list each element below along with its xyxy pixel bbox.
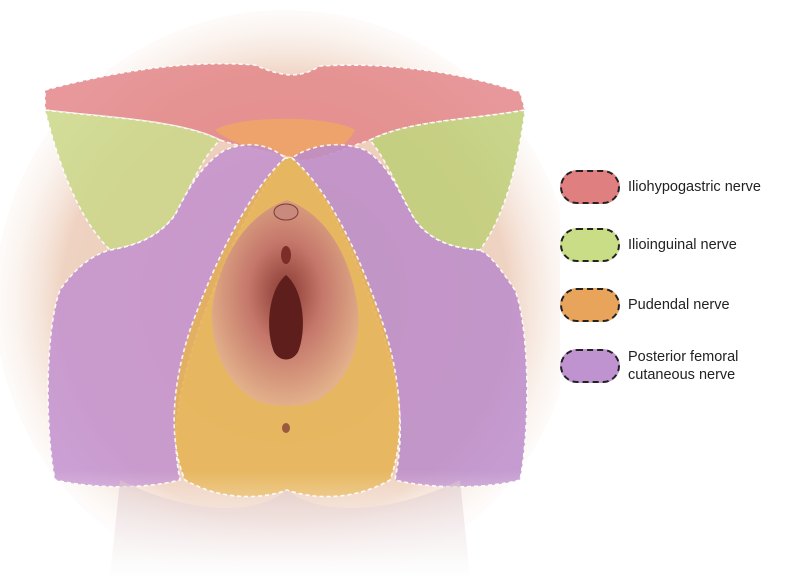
urethral-opening [281,246,291,264]
legend-item-posterior-femoral: Posterior femoral cutaneous nerve [560,348,778,384]
legend-swatch [560,228,620,262]
perineum-dermatome-diagram [0,0,560,577]
anus [282,423,290,433]
legend-swatch [560,349,620,383]
legend-swatch [560,288,620,322]
anatomical-illustration [0,0,560,577]
clitoris [274,204,298,220]
legend-item-pudendal: Pudendal nerve [560,288,730,322]
legend-item-iliohypogastric: Iliohypogastric nerve [560,170,761,204]
legend-label: Iliohypogastric nerve [628,178,761,196]
legend-label: Ilioinguinal nerve [628,236,737,254]
legend-label: Pudendal nerve [628,296,730,314]
legend-swatch [560,170,620,204]
legend-item-ilioinguinal: Ilioinguinal nerve [560,228,737,262]
legend-label: Posterior femoral cutaneous nerve [628,348,778,384]
